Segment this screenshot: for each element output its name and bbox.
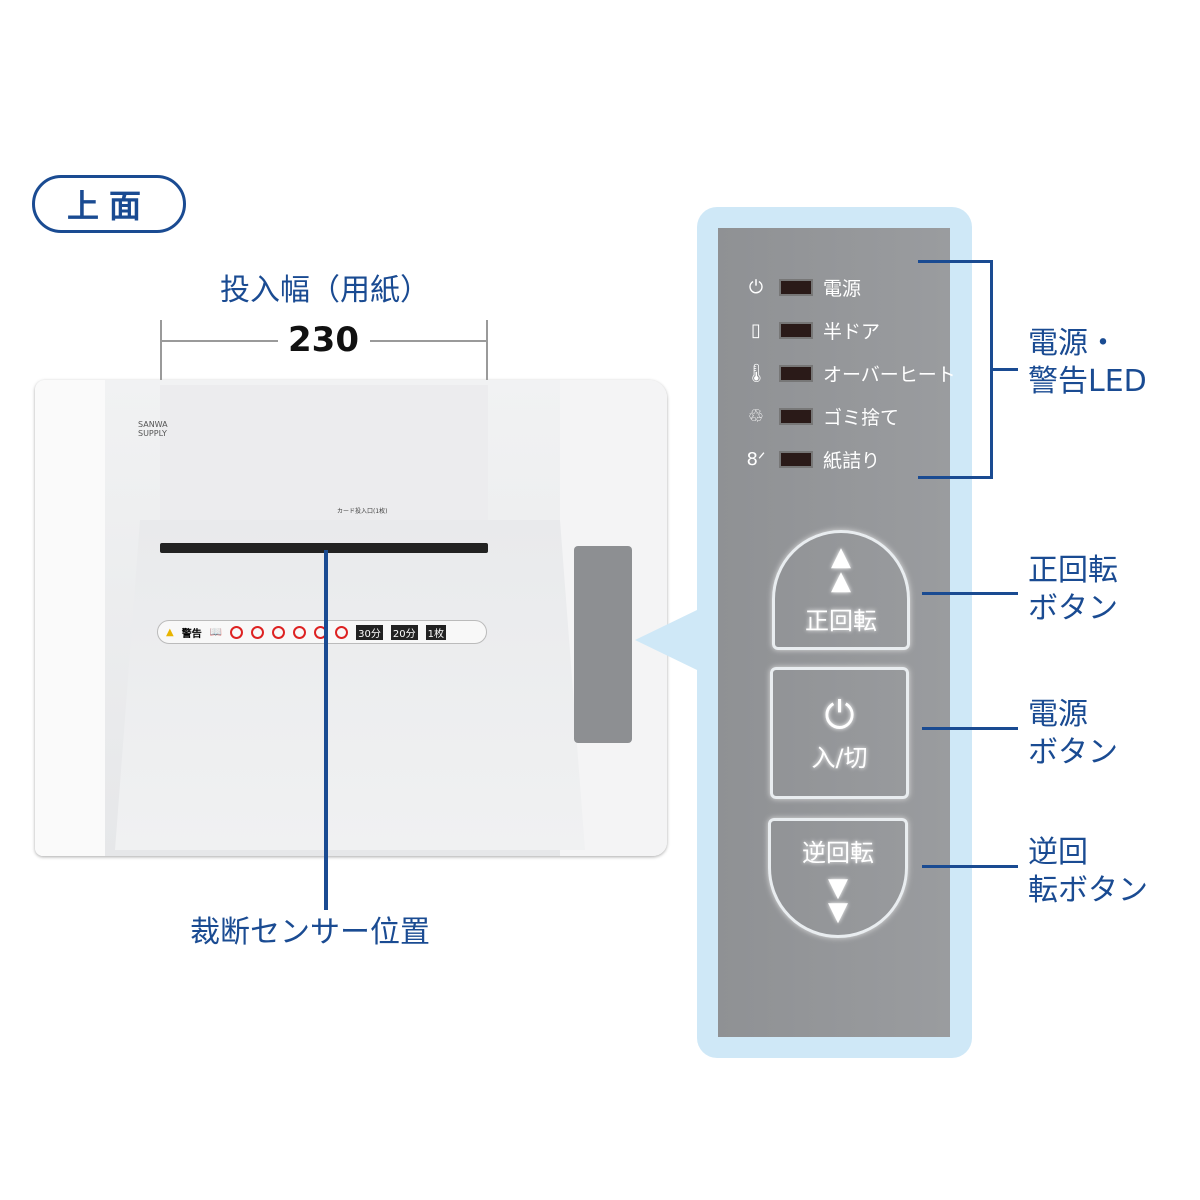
callout-text: 警告LED: [1028, 364, 1147, 399]
power-icon: ⏻: [748, 277, 764, 298]
double-up-arrow-icon: ▲▲: [831, 541, 851, 596]
mini-control-panel: [574, 546, 632, 743]
thermometer-icon: 🌡: [745, 363, 768, 384]
callout-text: ボタン: [1028, 735, 1118, 770]
prohibited-icon: [251, 625, 265, 639]
warning-text: 警告: [181, 628, 202, 640]
led-lamp: [779, 365, 813, 382]
callout-line: [918, 260, 992, 263]
led-door: ▯ 半ドア: [745, 317, 880, 344]
zoom-pointer: [635, 610, 697, 670]
prohibited-icon: [272, 625, 286, 639]
double-down-arrow-icon: ▼▼: [828, 872, 848, 927]
dimension-line: [370, 340, 488, 342]
badge: 1枚: [425, 624, 446, 640]
sensor-pointer-line: [324, 550, 328, 910]
section-title-badge: 上面: [32, 175, 186, 233]
door-icon: ▯: [751, 320, 761, 341]
lid: [160, 385, 488, 545]
led-label: 半ドア: [823, 321, 881, 343]
led-overheat: 🌡 オーバーヒート: [745, 360, 956, 387]
card-slot-label: カード投入口(1枚): [337, 508, 388, 515]
forward-button-label: 正回転: [805, 606, 877, 635]
led-power: ⏻ 電源: [745, 274, 861, 301]
led-bin-full: ♲ ゴミ捨て: [745, 403, 899, 430]
led-label: オーバーヒート: [823, 364, 956, 386]
prohibited-icon: [335, 625, 349, 639]
power-button[interactable]: ⏻ 入/切: [770, 667, 909, 799]
callout-text: 逆回: [1028, 835, 1088, 870]
dimension-line: [160, 340, 278, 342]
manual-icon: 📖: [209, 626, 223, 638]
led-label: ゴミ捨て: [823, 407, 900, 429]
body-side: [35, 380, 105, 856]
led-label: 電源: [823, 278, 862, 300]
width-value: 230: [288, 320, 359, 360]
reverse-button-label: 逆回転: [802, 838, 874, 867]
callout-line: [990, 368, 1018, 371]
paper-slot: [160, 543, 488, 553]
prohibited-icon: [230, 625, 244, 639]
callout-text: 正回転: [1028, 553, 1118, 588]
callout-line: [918, 476, 992, 479]
led-callout: 電源・警告LED: [1028, 325, 1147, 401]
callout-text: ボタン: [1028, 591, 1118, 626]
callout-text: 転ボタン: [1028, 873, 1148, 908]
power-icon: ⏻: [824, 693, 855, 737]
badge: 30分: [356, 624, 383, 640]
power-button-label: 入/切: [811, 744, 868, 772]
forward-callout: 正回転ボタン: [1028, 552, 1118, 628]
led-lamp: [779, 408, 813, 425]
paper-jam-icon: 8ᐟ: [746, 449, 766, 470]
led-label: 紙詰り: [823, 450, 881, 472]
led-lamp: [779, 451, 813, 468]
callout-text: 電源・: [1028, 326, 1118, 361]
bin-icon: ♲: [747, 406, 765, 427]
callout-line: [922, 865, 1018, 868]
callout-line: [922, 727, 1018, 730]
warning-sticker: ▲ 警告 📖 30分 20分 1枚: [157, 620, 487, 644]
power-callout: 電源ボタン: [1028, 696, 1118, 772]
paper-hopper: [115, 520, 585, 850]
brand-logo: SANWA SUPPLY: [138, 420, 168, 438]
callout-line: [922, 592, 1018, 595]
callout-text: 電源: [1028, 697, 1088, 732]
badge: 20分: [390, 624, 418, 640]
reverse-callout: 逆回転ボタン: [1028, 834, 1148, 910]
insertion-width-label: 投入幅（用紙）: [220, 273, 430, 308]
led-lamp: [779, 279, 813, 296]
led-paper-jam: 8ᐟ 紙詰り: [745, 446, 880, 473]
prohibited-icon: [293, 625, 307, 639]
warning-icon: ▲: [166, 626, 174, 638]
led-lamp: [779, 322, 813, 339]
sensor-position-label: 裁断センサー位置: [190, 915, 430, 950]
forward-button[interactable]: ▲▲ 正回転: [772, 530, 910, 650]
reverse-button[interactable]: 逆回転 ▼▼: [768, 818, 908, 938]
